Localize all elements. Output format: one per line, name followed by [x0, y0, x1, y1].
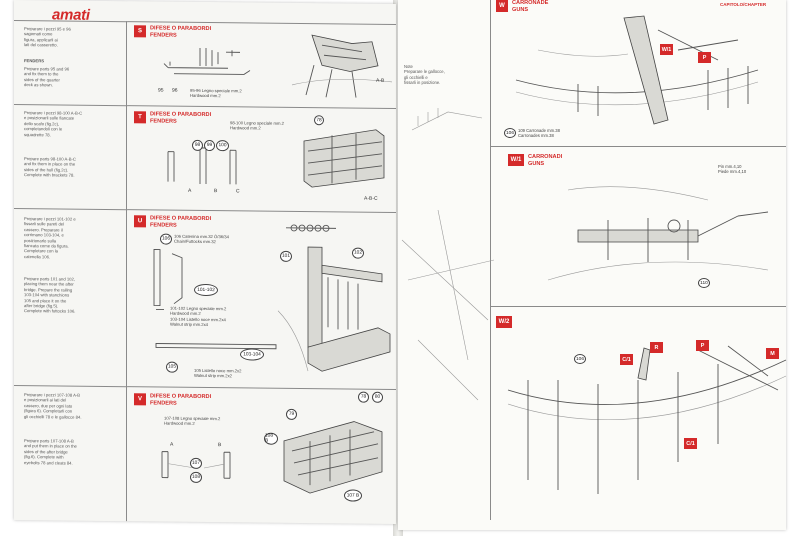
part-callout: 107 — [190, 457, 202, 469]
section-title: DIFESE O PARABORDI FENDERS — [150, 111, 212, 125]
separator — [14, 384, 396, 391]
marker-tag: P — [696, 340, 709, 351]
hull-fender-drawing — [303, 129, 385, 188]
part-label: 95 — [158, 87, 164, 94]
part-callout: 80 — [372, 391, 383, 403]
marker-tag: C/1 — [684, 438, 697, 449]
marker-tag: R — [650, 342, 663, 353]
part-callout: 107 B — [344, 489, 362, 502]
fender-strips-drawing — [167, 147, 237, 185]
parts-caption: 106 Catenina mm.32 Ó/36/34 Chain/Futtock… — [174, 233, 229, 245]
separator — [490, 146, 786, 147]
section-badge: U — [134, 215, 146, 228]
marker-tag: C/1 — [620, 354, 633, 365]
parts-caption: 98-100 Legno speciale mm.2 Hardwood mm.2 — [230, 120, 285, 131]
instruction-text: Prepare parts 98-100 A-B-C and fix them … — [24, 156, 76, 178]
section-badge: V — [134, 393, 146, 406]
stern-assembly-drawing — [291, 34, 393, 98]
part-callout: 101-102 — [194, 283, 218, 297]
section-badge: T — [134, 111, 146, 124]
column-divider — [126, 21, 127, 522]
part-label: A-B-C — [364, 195, 378, 202]
section-title: CARRONADE GUNS — [512, 0, 549, 13]
part-callout: 78 — [358, 391, 369, 403]
instruction-text: Prepare parts 101 and 102, placing them … — [24, 276, 76, 315]
section-title: CARRONADI GUNS — [528, 154, 563, 167]
part-callout: 101 — [280, 250, 292, 262]
chain-drawing — [286, 224, 336, 232]
part-callout: 110 — [698, 278, 710, 288]
stern-overview-drawing — [507, 345, 787, 494]
instruction-text: Note Preparare le gallocce, gli occhiell… — [404, 64, 445, 86]
instruction-text: Prepare parts 95 and 96 and fix them to … — [24, 66, 70, 88]
section-badge: S — [134, 25, 146, 38]
carronade-gun-drawing — [547, 186, 769, 281]
column-divider — [490, 0, 491, 520]
parts-caption: Pin mm.4,10 Piede mm.4,10 — [718, 164, 747, 175]
part-callout: 78 — [314, 115, 324, 126]
right-page: CAPITOLO/CHAPTER W CARRONADE GUNS Note P… — [398, 0, 787, 530]
instruction-heading: FENDERS — [24, 58, 45, 64]
part-callout: 105 — [166, 361, 178, 373]
fender-profile-drawing — [153, 249, 183, 311]
instruction-text: Preparare i pezzi 98-100 A-B-C e posizio… — [24, 110, 83, 138]
part-callout: 100 — [216, 140, 229, 152]
part-callout: 106 — [574, 354, 586, 364]
part-callout: 108 B — [264, 432, 278, 445]
instruction-text: Prepare parts 107-108 A-B and put them i… — [24, 438, 77, 466]
separator — [490, 306, 786, 307]
parts-caption: 95-96 Legno speciale mm.2 Hardwood mm.2 — [190, 87, 242, 99]
part-callout: 98 — [192, 139, 203, 151]
part-callout: 106 — [160, 233, 172, 245]
parts-caption: 109 Carronade mm.38 Carronades mm.38 — [518, 128, 560, 139]
instruction-text: Preparare i pezzi 107-108 A-B e posizion… — [24, 392, 82, 420]
section-badge: W — [496, 0, 508, 12]
instruction-text: Preparare i pezzi 95 e 96 sagomati come … — [24, 26, 71, 48]
marker-tag: W/1 — [660, 44, 673, 55]
left-page: amati Preparare i pezzi 95 e 96 sagomati… — [14, 0, 396, 525]
marker-tag: M — [766, 348, 779, 359]
part-label: C — [236, 188, 240, 195]
part-callout: 106 — [504, 128, 516, 138]
instruction-text: Preparare i pezzi 101-102 e fissarli sul… — [24, 216, 76, 260]
part-label: 96 — [172, 87, 178, 94]
section-badge: W/1 — [508, 154, 524, 166]
part-callout: 103-104 — [240, 348, 264, 361]
part-callout: 102 — [352, 247, 364, 259]
separator — [14, 103, 396, 110]
part-label: B — [214, 188, 218, 195]
parts-caption: 101-102 Legno speciale mm.2 Hardwood mm.… — [170, 305, 227, 328]
quarterdeck-drawing — [283, 421, 383, 494]
marker-tag: P — [698, 52, 711, 63]
after-bridge-drawing — [277, 246, 391, 372]
part-label: A-B — [376, 77, 385, 84]
part-callout: 108 — [190, 471, 202, 483]
fender-parts-drawing — [163, 47, 251, 75]
small-hull-detail — [411, 108, 483, 131]
section-badge: W/2 — [496, 316, 512, 328]
parts-caption: 105 Listello noce mm.2x2 Walnut strip mm… — [194, 367, 242, 379]
section-title: DIFESE O PARABORDI FENDERS — [150, 215, 212, 229]
faint-rigging-lines — [401, 209, 495, 401]
section-title: DIFESE O PARABORDI FENDERS — [150, 393, 212, 407]
parts-caption: 107-108 Legno speciale mm.2 Hardwood mm.… — [164, 415, 221, 427]
carronade-deck-drawing — [515, 15, 759, 125]
part-callout: 99 — [204, 139, 215, 152]
fender-pair-drawing — [161, 451, 231, 479]
chapter-corner: CAPITOLO/CHAPTER — [720, 2, 767, 7]
railing-drawing — [155, 343, 277, 350]
part-callout: 79 — [286, 408, 297, 420]
part-label: A — [188, 187, 192, 194]
separator — [14, 207, 396, 214]
